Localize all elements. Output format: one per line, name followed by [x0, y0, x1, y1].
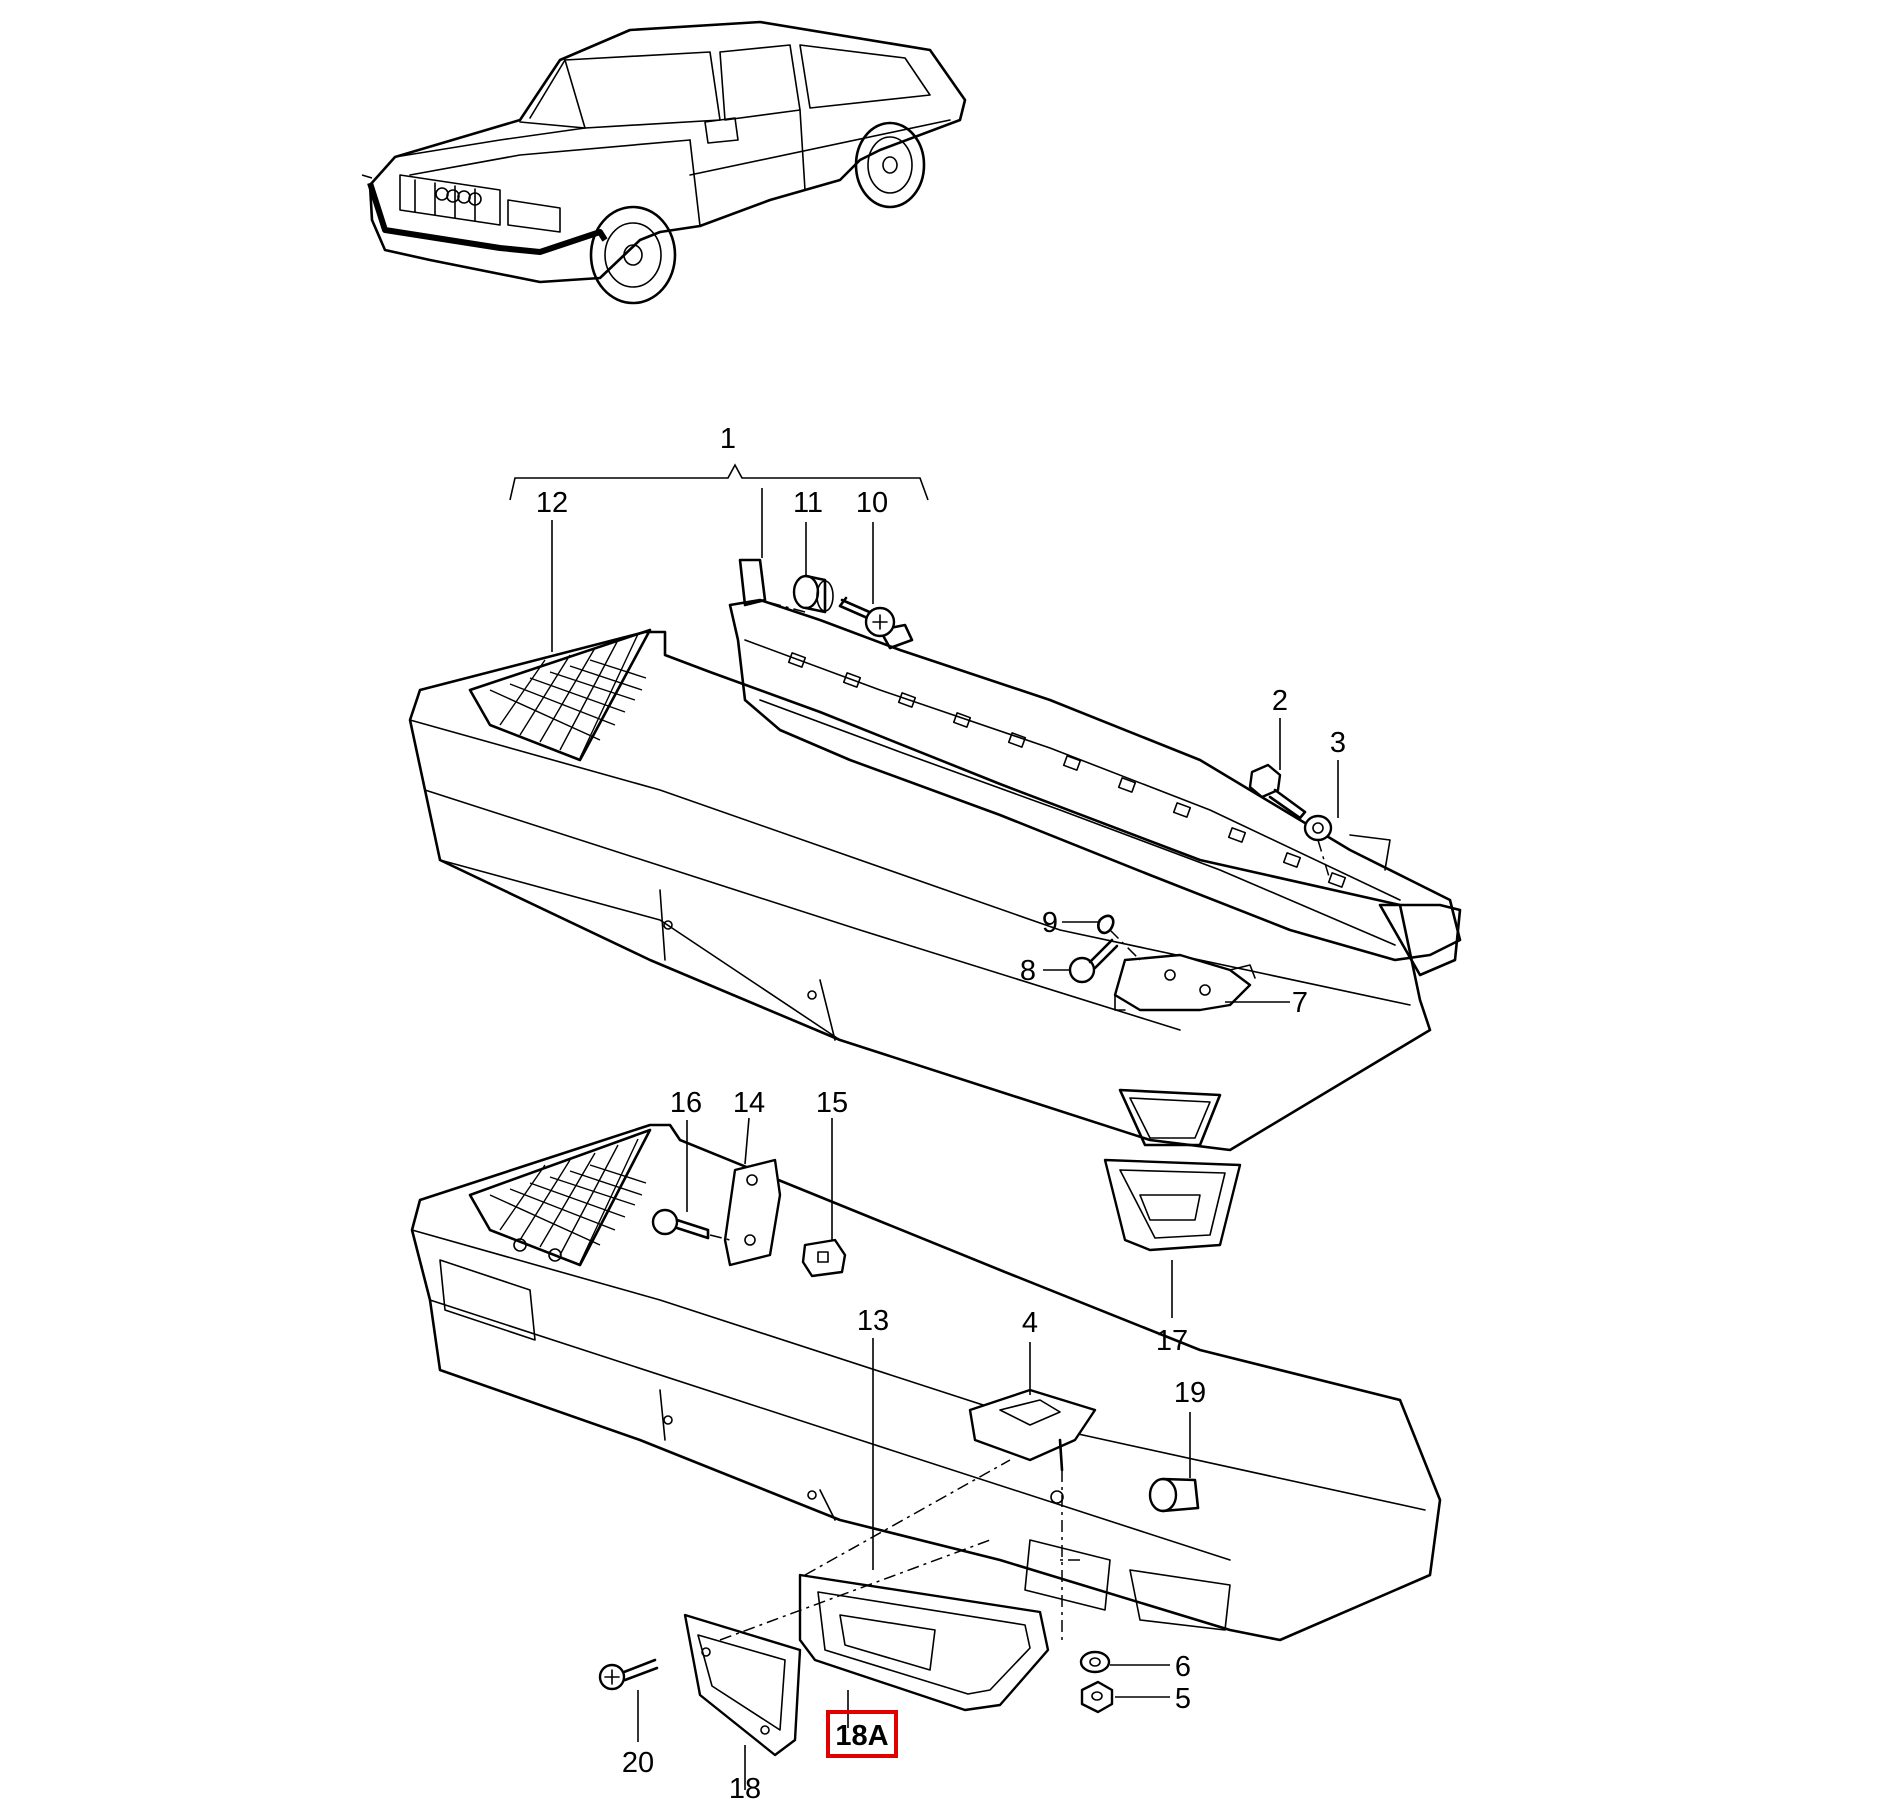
label-12: 12: [536, 487, 568, 519]
part-14-bracket: [723, 1158, 782, 1267]
label-18: 18: [729, 1773, 761, 1800]
label-16: 16: [670, 1087, 702, 1119]
label-18a: 18A: [835, 1720, 888, 1752]
lower-grille-mesh: [489, 1138, 647, 1264]
part-18a-plate-mount: [798, 1573, 1050, 1712]
label-1: 1: [720, 423, 736, 455]
part-15-clip: [801, 1238, 847, 1278]
part-11-spacer: [792, 574, 834, 614]
highlight-box: [826, 1710, 898, 1758]
assembly-lines: [709, 599, 1331, 1641]
label-15: 15: [816, 1087, 848, 1119]
part-17-corner-trim: [1103, 1158, 1242, 1252]
label-9: 9: [1042, 907, 1058, 939]
part-7-bracket: [1113, 953, 1256, 1012]
label-3: 3: [1330, 727, 1346, 759]
label-20: 20: [622, 1747, 654, 1779]
part-3-washer: [1303, 814, 1333, 842]
bumper-reinforcement-beam: [728, 558, 1462, 977]
part-5-nut: [1080, 1680, 1114, 1714]
part-10-screw: [838, 596, 896, 638]
label-17: 17: [1156, 1325, 1188, 1357]
part-2-bolt: [1248, 763, 1307, 820]
label-6: 6: [1175, 1651, 1191, 1683]
highlighted-callout-18a: 18A: [826, 1710, 898, 1758]
part-4-mount: [968, 1388, 1097, 1472]
part-19-plug: [1148, 1477, 1200, 1513]
upper-grille-mesh: [489, 633, 647, 759]
car-illustration: [361, 20, 967, 305]
callout-labels: 1 12 11 10 2 3 9 8 7 16 14 15 17 13 4 19…: [536, 423, 1346, 1800]
label-19: 19: [1174, 1377, 1206, 1409]
label-13: 13: [857, 1305, 889, 1337]
label-11: 11: [793, 487, 823, 519]
label-8: 8: [1020, 955, 1036, 987]
label-10: 10: [856, 487, 888, 519]
upper-bumper-cover: [408, 628, 1432, 1152]
part-18-plate-mount: [683, 1613, 802, 1757]
leader-lines: [509, 463, 1339, 1790]
beam-slots: [787, 652, 1347, 888]
label-2: 2: [1272, 685, 1288, 717]
label-5: 5: [1175, 1683, 1191, 1715]
lower-bumper-cover: [410, 1123, 1442, 1642]
label-4: 4: [1022, 1307, 1038, 1339]
part-6-washer: [1079, 1650, 1111, 1674]
part-16-screw: [651, 1208, 710, 1240]
label-7: 7: [1292, 987, 1308, 1019]
part-8-bolt: [1068, 938, 1119, 984]
label-14: 14: [733, 1087, 765, 1119]
part-20-screw: [598, 1658, 659, 1691]
